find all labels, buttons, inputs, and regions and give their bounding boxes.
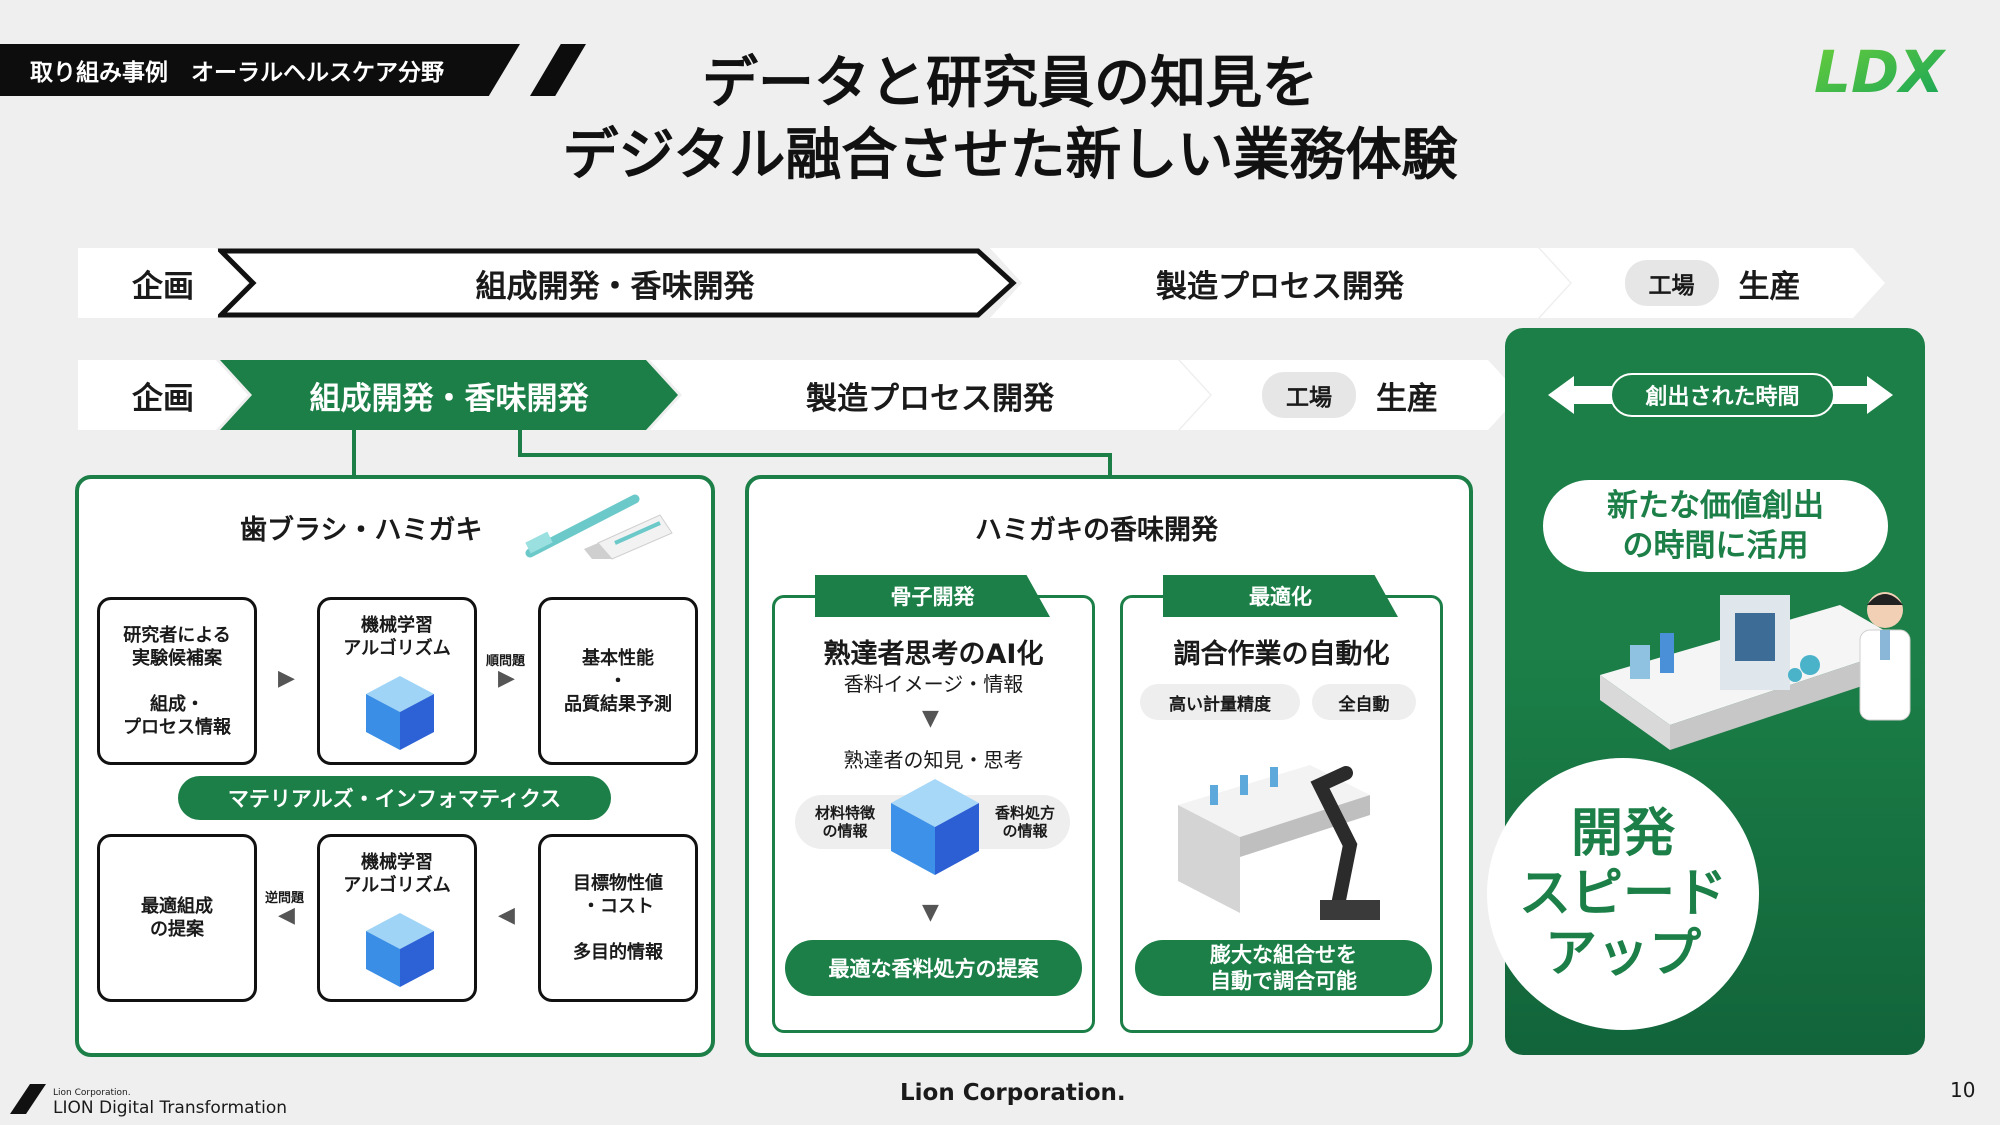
flow-old-factory-pill: 工場 xyxy=(1625,260,1719,306)
arrow-right-icon: ▶ xyxy=(498,666,515,691)
target-property-box: 目標物性値 ・コスト 多目的情報 xyxy=(538,834,698,1002)
flow-old-process-label: 製造プロセス開発 xyxy=(1156,268,1404,305)
flow-old-plan-label: 企画 xyxy=(132,268,194,305)
connector-left xyxy=(352,430,356,477)
flow-old-composition: 組成開発・香味開発 xyxy=(250,248,980,318)
connector-middle-c xyxy=(1108,453,1112,477)
ml-algorithm-box-top: 機械学習 アルゴリズム xyxy=(317,597,477,765)
footer-company: Lion Corporation. xyxy=(900,1080,1126,1106)
forward-problem-label: 順問題 xyxy=(486,654,526,669)
robot-arm-lab-illustration xyxy=(1178,765,1380,920)
precision-pill: 高い計量精度 xyxy=(1140,684,1300,720)
full-auto-pill: 全自動 xyxy=(1312,684,1416,720)
scientist-lab-illustration xyxy=(1600,592,1911,750)
toothbrush-panel-title: 歯ブラシ・ハミガキ xyxy=(240,515,483,546)
performance-prediction-box: 基本性能 ・ 品質結果予測 xyxy=(538,597,698,765)
footer-brand-small: Lion Corporation. xyxy=(53,1088,131,1098)
arrow-left-icon: ◀ xyxy=(498,903,515,928)
ai-cube-icon xyxy=(366,913,434,987)
flow-new-plan: 企画 xyxy=(78,360,248,430)
footer-slash-icon xyxy=(10,1084,46,1114)
optimal-composition-box: 最適組成 の提案 xyxy=(97,834,257,1002)
arrow-right-icon: ▶ xyxy=(278,666,295,691)
formula-info-label: 香料処方 の情報 xyxy=(994,804,1055,840)
new-value-bubble: 新たな価値創出 の時間に活用 xyxy=(1543,480,1888,572)
connector-middle-b xyxy=(518,453,1112,457)
flow-new-plan-label: 企画 xyxy=(132,380,194,417)
flow-new-composition-label: 組成開発・香味開発 xyxy=(309,380,589,417)
skeleton-sub: 香料イメージ・情報 xyxy=(843,672,1024,696)
flow-old-process: 製造プロセス開発 xyxy=(990,248,1570,318)
flow-new-process-label: 製造プロセス開発 xyxy=(806,380,1054,417)
arrow-down-icon: ▼ xyxy=(922,706,939,731)
flow-new-process: 製造プロセス開発 xyxy=(650,360,1210,430)
flavor-panel-title: ハミガキの香味開発 xyxy=(975,515,1218,546)
inverse-problem-label: 逆問題 xyxy=(265,891,305,906)
page-number: 10 xyxy=(1950,1078,1976,1102)
arrow-down-icon: ▼ xyxy=(922,900,939,925)
flow-row-new: 企画 組成開発・香味開発 製造プロセス開発 工場 生産 xyxy=(0,360,2000,430)
optimize-heading: 調合作業の自動化 xyxy=(1173,639,1390,670)
flow-old-composition-outline xyxy=(218,248,1017,318)
flow-row-old: 企画 組成開発・香味開発 製造プロセス開発 工場 生産 xyxy=(0,248,2000,318)
section-tag: 取り組み事例 オーラルヘルスケア分野 xyxy=(0,44,520,96)
expert-knowledge-label: 熟達者の知見・思考 xyxy=(843,748,1024,772)
optimize-result-pill: 膨大な組合せを 自動で調合可能 xyxy=(1135,940,1432,996)
page-title: データと研究員の知見を デジタル融合させた新しい業務体験 xyxy=(400,48,1620,192)
title-line-1: データと研究員の知見を xyxy=(702,51,1318,116)
skeleton-tag: 骨子開発 xyxy=(815,575,1050,617)
flow-new-production-label: 生産 xyxy=(1376,380,1438,417)
materials-informatics-pill: マテリアルズ・インフォマティクス xyxy=(178,776,611,820)
ldx-logo: LDX xyxy=(1814,38,1947,104)
researcher-proposal-box: 研究者による 実験候補案 組成・ プロセス情報 xyxy=(97,597,257,765)
skeleton-result-pill: 最適な香料処方の提案 xyxy=(785,940,1082,996)
flow-old-composition-label: 組成開発・香味開発 xyxy=(475,268,755,305)
ai-cube-icon xyxy=(366,676,434,750)
title-line-2: デジタル融合させた新しい業務体験 xyxy=(562,123,1458,188)
arrow-left-icon: ◀ xyxy=(278,903,295,928)
flow-old-factory-production: 工場 生産 xyxy=(1540,248,1885,318)
material-info-label: 材料特徴 の情報 xyxy=(814,804,875,840)
footer-brand: LION Digital Transformation xyxy=(53,1098,288,1118)
ml-algorithm-bottom-label: 機械学習 アルゴリズム xyxy=(343,852,451,896)
flow-old-production-label: 生産 xyxy=(1738,268,1801,305)
toothbrush-toothpaste-icon xyxy=(525,494,673,560)
flow-old-plan: 企画 xyxy=(78,248,248,318)
speedup-circle: 開発 スピード アップ xyxy=(1487,758,1759,1030)
skeleton-heading: 熟達者思考のAI化 xyxy=(823,639,1044,670)
flow-new-factory-production: 工場 生産 xyxy=(1180,360,1520,430)
connector-middle-a xyxy=(518,430,522,457)
time-created-pill: 創出された時間 xyxy=(1610,373,1835,417)
optimize-tag: 最適化 xyxy=(1163,575,1398,617)
flow-new-composition: 組成開発・香味開発 xyxy=(220,360,678,430)
logo-text: LDX xyxy=(1814,38,1947,104)
flow-new-factory-pill: 工場 xyxy=(1262,372,1356,418)
ml-algorithm-top-label: 機械学習 アルゴリズム xyxy=(343,615,451,659)
ml-algorithm-box-bottom: 機械学習 アルゴリズム xyxy=(317,834,477,1002)
ai-brain-cube-icon xyxy=(891,779,979,875)
